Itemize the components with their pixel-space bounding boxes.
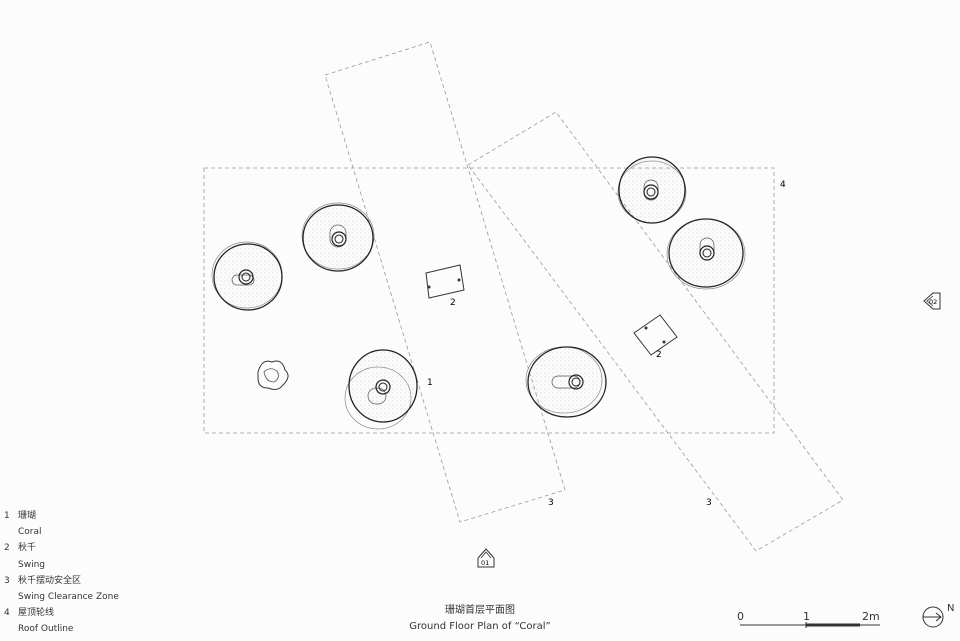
scale-label-1: 1 <box>803 610 810 623</box>
legend-label-en: Roof Outline <box>18 624 74 635</box>
legend-item-2-en: Swing <box>4 557 119 573</box>
legend-number: 2 <box>4 543 10 554</box>
legend-item-2: 2 秋千 <box>4 540 119 556</box>
legend-label-en: Swing Clearance Zone <box>18 592 119 603</box>
section-marker-south: 01 <box>477 548 495 568</box>
scale-label-0: 0 <box>737 610 744 623</box>
legend-number: 1 <box>4 511 10 521</box>
drawing-title-cn: 珊瑚首层平面图 <box>445 605 515 616</box>
legend-label-cn: 秋千 <box>18 543 37 554</box>
callout-zone-left: 3 <box>548 498 554 508</box>
drawing-title-en: Ground Floor Plan of “Coral” <box>409 621 551 632</box>
legend-item-3-en: Swing Clearance Zone <box>4 589 119 605</box>
swing-left <box>425 264 465 299</box>
section-marker-east: 02 <box>923 292 941 310</box>
callout-swing-right: 2 <box>656 350 662 360</box>
scale-bar <box>740 622 880 628</box>
coral-2 <box>301 202 375 272</box>
swing-right <box>633 314 678 356</box>
callout-swing-left: 2 <box>450 298 456 308</box>
north-label: N <box>947 603 955 614</box>
tree-icon <box>257 360 289 390</box>
coral-6 <box>666 218 746 290</box>
coral-3 <box>344 349 418 430</box>
section-marker-south-label: 01 <box>481 559 489 567</box>
legend-number: 4 <box>4 608 10 619</box>
section-marker-east-label: 02 <box>929 298 937 306</box>
callout-zone-right: 3 <box>706 498 712 508</box>
callout-roof: 4 <box>780 180 786 190</box>
callout-coral: 1 <box>427 378 433 388</box>
coral-4 <box>525 346 607 418</box>
legend-number: 3 <box>4 575 10 586</box>
drawing-title: 珊瑚首层平面图 Ground Floor Plan of “Coral” <box>380 603 580 635</box>
coral-5 <box>617 156 687 224</box>
legend-item-4-en: Roof Outline <box>4 621 119 637</box>
legend-label-cn: 屋顶轮线 <box>18 608 55 619</box>
legend-item-1: 1 珊瑚 <box>4 508 119 524</box>
roof-outline <box>203 167 775 434</box>
legend-item-4: 4 屋顶轮线 <box>4 605 119 621</box>
legend-label-en: Swing <box>18 559 45 570</box>
legend-item-1-en: Coral <box>4 524 119 540</box>
legend-label-cn: 珊瑚 <box>18 511 37 521</box>
scale-label-2m: 2m <box>862 610 880 623</box>
legend-item-3: 3 秋千摆动安全区 <box>4 573 119 589</box>
north-arrow <box>922 606 944 628</box>
coral-1 <box>211 241 283 311</box>
swing-clearance-zone-left <box>324 41 566 523</box>
legend-label-en: Coral <box>18 527 42 538</box>
legend-label-cn: 秋千摆动安全区 <box>18 575 82 586</box>
legend: 1 珊瑚 Coral 2 秋千 Swing 3 秋千摆动安全区 Swing Cl… <box>4 508 119 638</box>
